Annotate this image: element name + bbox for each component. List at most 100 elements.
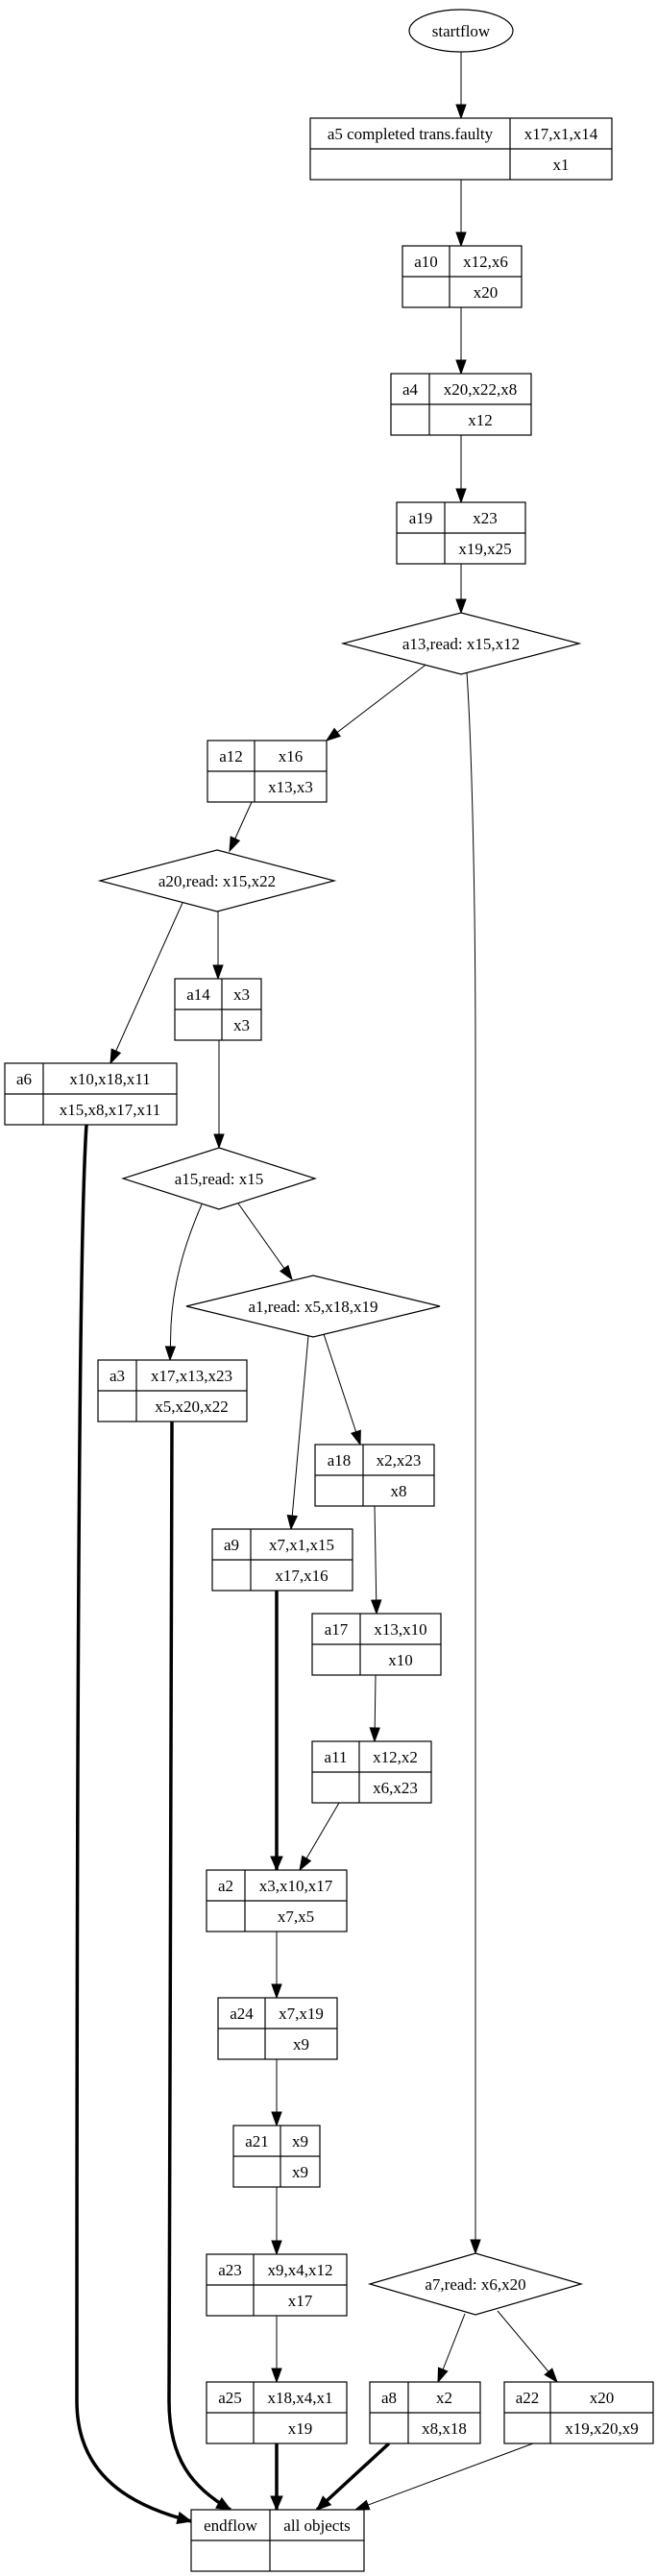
arrowhead-icon <box>271 1983 282 2000</box>
edge-a23-a25 <box>271 2316 282 2384</box>
read-set: x15,x8,x17,x11 <box>60 1101 161 1119</box>
node-a19[interactable]: a19 x23 x19,x25 <box>396 501 526 565</box>
edge-a7-a8 <box>437 2313 466 2384</box>
activity-name: a14 <box>186 985 210 1004</box>
arrowhead-icon <box>212 964 224 981</box>
decision-diamond <box>185 1275 441 1338</box>
edge-a1-a9 <box>286 1335 309 1531</box>
edge-a15-a3 <box>164 1203 203 1362</box>
write-set: x3,x10,x17 <box>259 1877 333 1895</box>
activity-name: a23 <box>218 2261 242 2279</box>
arrowhead-icon <box>286 1515 298 1531</box>
write-set: x12,x6 <box>463 253 508 271</box>
write-set: x7,x1,x15 <box>269 1536 334 1554</box>
edge-a9-a2 <box>270 1591 283 1872</box>
node-label: a7,read: x6,x20 <box>425 2275 525 2294</box>
read-set: x17 <box>288 2292 313 2310</box>
node-a1[interactable]: a1,read: x5,x18,x19 <box>185 1275 441 1338</box>
node-a7[interactable]: a7,read: x6,x20 <box>367 2252 584 2316</box>
read-set: x8,x18 <box>422 2419 467 2438</box>
edge-a1-a18 <box>323 1333 361 1446</box>
node-a23[interactable]: a23 x9,x4,x12 x17 <box>206 2253 348 2317</box>
arrowhead-icon <box>316 2495 332 2511</box>
activity-name: a19 <box>409 509 433 527</box>
decision-diamond <box>97 849 337 912</box>
arrowhead-icon <box>455 104 467 120</box>
write-set: x23 <box>473 509 498 527</box>
edge-a12-a20 <box>229 801 253 853</box>
decision-diamond <box>121 1147 317 1210</box>
write-set: x9,x4,x12 <box>268 2261 333 2279</box>
edge-line <box>326 662 429 741</box>
arrowhead-icon <box>353 2499 371 2511</box>
node-label: a15,read: x15 <box>175 1170 264 1188</box>
edge-a2-a24 <box>271 1932 282 2000</box>
read-set: x12 <box>468 411 493 429</box>
read-set: x6,x23 <box>373 1779 418 1797</box>
edges-layer <box>75 52 558 2524</box>
node-label: startflow <box>432 22 491 40</box>
edge-a8-endflow <box>315 2442 391 2512</box>
edge-a13-a12 <box>325 662 429 741</box>
edge-line <box>110 902 183 1064</box>
decision-diamond <box>340 612 582 675</box>
activity-name: a22 <box>516 2389 540 2407</box>
node-a15[interactable]: a15,read: x15 <box>121 1147 317 1210</box>
write-set: x20 <box>590 2389 615 2407</box>
write-set: x9 <box>292 2132 308 2151</box>
read-set: x3 <box>233 1016 250 1034</box>
arrowhead-icon <box>455 231 467 248</box>
read-set: x1 <box>553 156 570 174</box>
node-label: a1,read: x5,x18,x19 <box>248 1298 377 1316</box>
arrowhead-icon <box>271 2240 282 2256</box>
arrowhead-icon <box>279 1264 293 1281</box>
arrowhead-icon <box>213 1133 225 1150</box>
read-set: x19,x25 <box>458 540 511 558</box>
arrowhead-icon <box>544 2368 558 2384</box>
edge-line <box>237 1203 293 1280</box>
activity-name: a10 <box>414 253 438 271</box>
edge-line <box>290 1335 309 1530</box>
arrowhead-icon <box>164 1346 177 1362</box>
edge-a21-a23 <box>271 2187 282 2256</box>
write-set: x17,x13,x23 <box>151 1367 232 1385</box>
edge-line <box>75 1124 192 2523</box>
edge-a20-a14 <box>212 911 224 981</box>
edge-a24-a21 <box>271 2059 282 2127</box>
edge-a20-a6 <box>110 902 183 1065</box>
arrowhead-icon <box>455 359 467 376</box>
arrowhead-icon <box>299 1855 312 1872</box>
edge-a18-a17 <box>371 1505 382 1616</box>
activity-name: a6 <box>16 1070 32 1088</box>
node-a13[interactable]: a13,read: x15,x12 <box>340 612 582 675</box>
read-set: x19 <box>288 2419 313 2438</box>
edge-startflow-a5 <box>455 52 467 120</box>
decision-diamond <box>367 2252 584 2316</box>
activity-name: a8 <box>381 2389 397 2407</box>
activity-name: a11 <box>325 1748 348 1766</box>
edge-a22-endflow <box>353 2442 534 2511</box>
node-a20[interactable]: a20,read: x15,x22 <box>97 849 337 912</box>
activity-name: a9 <box>224 1536 239 1554</box>
node-startflow[interactable]: startflow <box>408 9 514 53</box>
